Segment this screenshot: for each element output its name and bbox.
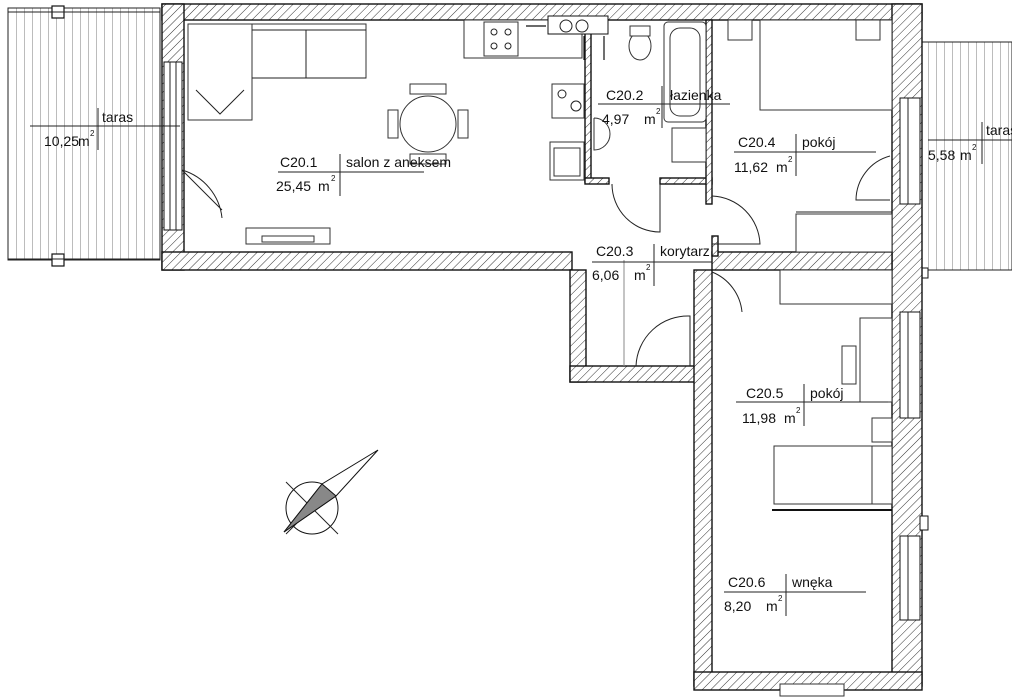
terrace-left	[7, 5, 161, 267]
unit: m	[776, 159, 788, 175]
room-area: 11,98	[742, 410, 776, 426]
unit: m	[766, 598, 778, 614]
room-name: pokój	[810, 385, 843, 401]
unit: m	[78, 133, 90, 149]
unit: m	[318, 178, 330, 194]
unit: m	[644, 111, 656, 127]
room-c20-3-label: C20.3 korytarz 6,06 m 2	[592, 243, 710, 283]
room-area: 11,62	[734, 159, 768, 175]
unit-sup: 2	[972, 143, 977, 152]
room-code: C20.1	[280, 154, 318, 170]
unit-sup: 2	[331, 174, 336, 183]
doors	[181, 155, 891, 367]
terrace-right-name: taras	[986, 122, 1012, 138]
unit-sup: 2	[778, 594, 783, 603]
room-area: 25,45	[276, 178, 311, 194]
room-c20-6-label: C20.6 wnęka 8,20 m 2	[724, 574, 833, 614]
bedroom-furniture	[727, 19, 893, 697]
terrace-right-label: taras 5,58 m 2	[928, 122, 1012, 163]
room-c20-1-label: C20.1 salon z aneksem 25,45 m 2	[276, 154, 451, 194]
unit: m	[784, 410, 796, 426]
salon-furniture	[187, 19, 585, 245]
room-name: wnęka	[791, 574, 833, 590]
unit-sup: 2	[90, 129, 95, 138]
room-area: 8,20	[724, 598, 751, 614]
windows	[163, 61, 929, 621]
unit-sup: 2	[788, 155, 793, 164]
room-code: C20.2	[606, 87, 644, 103]
unit: m	[960, 147, 972, 163]
room-code: C20.5	[746, 385, 784, 401]
terrace-left-area: 10,25	[44, 133, 79, 149]
room-code: C20.4	[738, 134, 776, 150]
terrace-right	[919, 41, 1012, 279]
unit-sup: 2	[646, 263, 651, 272]
room-code: C20.3	[596, 243, 634, 259]
unit: m	[634, 267, 646, 283]
room-name: pokój	[802, 134, 835, 150]
terrace-right-area: 5,58	[928, 147, 955, 163]
terrace-left-label: taras 10,25 m 2	[44, 109, 133, 149]
room-area: 4,97	[602, 111, 629, 127]
room-c20-4-label: C20.4 pokój 11,62 m 2	[734, 134, 835, 175]
label-leaders	[30, 86, 1012, 616]
north-arrow-icon	[283, 449, 379, 535]
room-name: salon z aneksem	[346, 154, 451, 170]
terrace-left-name: taras	[102, 109, 133, 125]
unit-sup: 2	[796, 406, 801, 415]
bathroom-fixtures	[526, 15, 707, 163]
unit-sup: 2	[656, 107, 661, 116]
room-name: korytarz	[660, 243, 710, 259]
room-name: łazienka	[670, 87, 722, 103]
room-code: C20.6	[728, 574, 766, 590]
room-c20-5-label: C20.5 pokój 11,98 m 2	[742, 385, 843, 426]
room-c20-2-label: C20.2 łazienka 4,97 m 2	[602, 87, 722, 127]
room-area: 6,06	[592, 267, 619, 283]
